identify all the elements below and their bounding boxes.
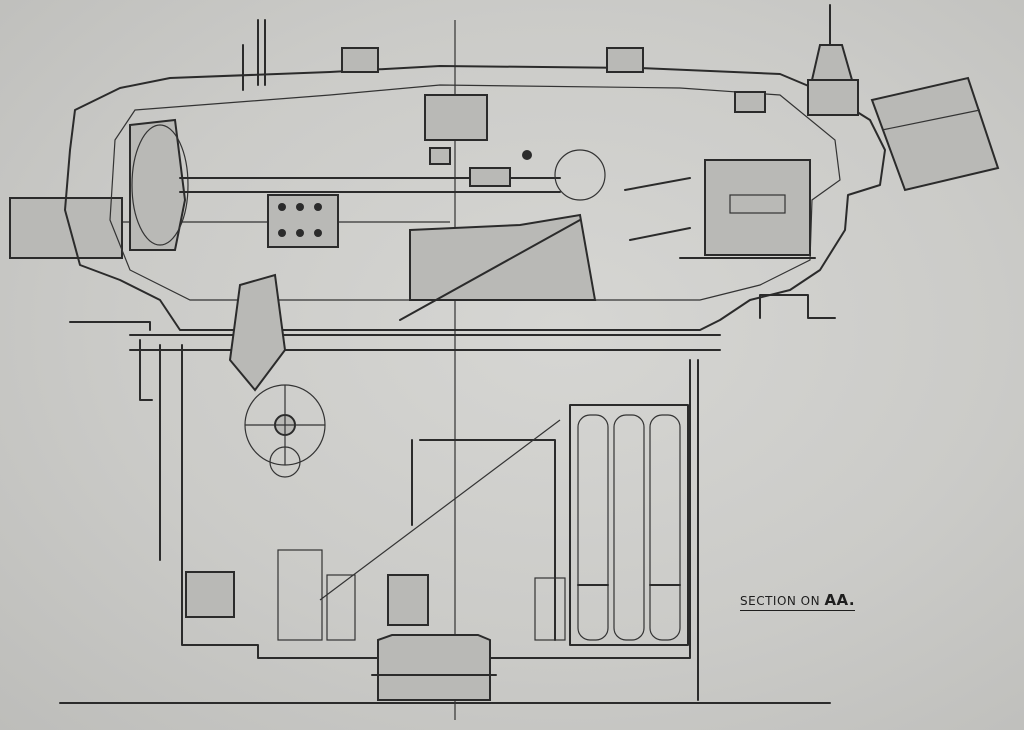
ammo-rack-frame bbox=[569, 404, 689, 646]
handwheel-lower bbox=[269, 446, 301, 478]
rear-rod-1 bbox=[624, 177, 691, 191]
stowage-box-band bbox=[881, 109, 981, 131]
vision-block bbox=[734, 91, 766, 113]
floor-plate-2 bbox=[277, 549, 323, 641]
radio-set bbox=[704, 159, 811, 256]
roof-block-right bbox=[606, 47, 644, 73]
left-bracket bbox=[69, 321, 153, 401]
instrument-box-3 bbox=[429, 147, 451, 165]
gun-cradle bbox=[129, 118, 187, 251]
breech-bolt-3 bbox=[314, 203, 322, 211]
breech-bolt-1 bbox=[278, 203, 286, 211]
recoil-diagonal bbox=[399, 219, 581, 321]
section-label: SECTION ON AA. bbox=[740, 591, 856, 611]
inner-bracket bbox=[419, 439, 556, 641]
mantlet-ring bbox=[131, 124, 189, 246]
breech-bolt-6 bbox=[314, 229, 322, 237]
ammo-round-2 bbox=[613, 414, 645, 641]
section-label-id: AA. bbox=[824, 591, 856, 609]
inner-diagonal bbox=[319, 419, 561, 601]
floor-plate-4 bbox=[387, 574, 429, 626]
periscope-base bbox=[807, 79, 859, 116]
ammo-round-1 bbox=[577, 414, 609, 641]
breech-bolt-5 bbox=[296, 229, 304, 237]
floor-plate-3 bbox=[326, 574, 356, 641]
gunner-seat bbox=[228, 273, 287, 392]
turret-basket-outline bbox=[181, 344, 691, 659]
floor-plate-1 bbox=[185, 571, 235, 618]
radio-detail bbox=[729, 194, 786, 214]
floor-sump bbox=[377, 634, 491, 701]
breech-bolt-4 bbox=[278, 229, 286, 237]
roof-block-left bbox=[341, 47, 379, 73]
rear-rod-2 bbox=[629, 227, 691, 241]
handwheel-upper bbox=[554, 149, 606, 201]
rear-stowage-box bbox=[870, 76, 1000, 192]
section-label-prefix: SECTION ON bbox=[740, 594, 821, 608]
ammo-round-3 bbox=[649, 414, 681, 641]
instrument-box-2 bbox=[469, 167, 511, 187]
periscope-head bbox=[810, 44, 854, 81]
rear-hand-rail bbox=[759, 294, 836, 319]
instrument-box-1 bbox=[424, 94, 488, 141]
breech-block bbox=[267, 194, 339, 248]
floor-plate-5 bbox=[534, 577, 566, 641]
indicator-dial bbox=[522, 150, 532, 160]
breech-bolt-2 bbox=[296, 203, 304, 211]
